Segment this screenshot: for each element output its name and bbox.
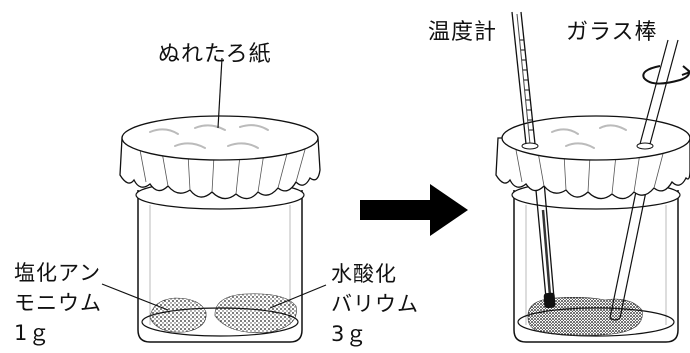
rotation-icon — [642, 65, 690, 85]
barium-hydroxide-powder — [214, 293, 297, 333]
right-arrow-icon — [360, 184, 468, 236]
barium-hydroxide-label-line2: バリウム — [331, 292, 419, 316]
barium-hydroxide-label-line1: 水酸化 — [331, 262, 397, 286]
glass-rod-label: ガラス棒 — [566, 20, 658, 45]
right-wet-filter-paper — [495, 115, 690, 200]
mixed-powder — [527, 297, 643, 336]
left-wet-filter-paper — [119, 115, 321, 200]
glass-rod — [609, 171, 651, 321]
ammonium-chloride-amount: 1ｇ — [14, 321, 51, 345]
glass-rod-upper — [636, 39, 679, 150]
barium-leader-line — [269, 284, 327, 309]
thermometer-upper — [511, 11, 539, 150]
thermometer-label: 温度計 — [428, 20, 498, 45]
wet-paper-label: ぬれたろ紙 — [158, 42, 272, 67]
ammonium-leader-line — [101, 283, 169, 311]
ammonium-chloride-label-line2: モニウム — [14, 291, 102, 315]
ammonium-chloride-label-line1: 塩化アン — [14, 261, 102, 285]
ammonium-chloride-powder — [149, 297, 207, 333]
wet-paper-leader-line — [217, 57, 223, 129]
barium-hydroxide-amount: 3ｇ — [331, 322, 368, 346]
